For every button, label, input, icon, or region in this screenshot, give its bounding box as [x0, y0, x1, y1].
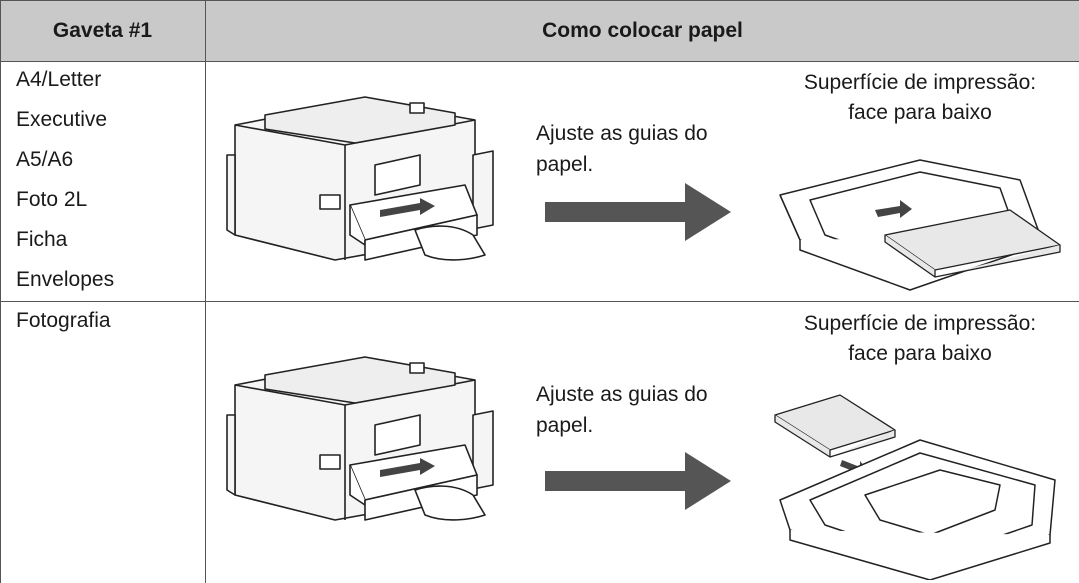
- printer-tray-pull-icon: [226, 356, 494, 521]
- instruction-text: Ajuste as guias do papel.: [536, 122, 708, 176]
- size-item: A4/Letter: [16, 68, 102, 91]
- row-divider: [0, 301, 1079, 302]
- print-surface-line1: Superfície de impressão:: [803, 71, 1037, 94]
- printer-tray-pull-icon: [226, 96, 494, 261]
- size-item: Envelopes: [16, 268, 115, 291]
- paper-tray-large-icon: [779, 159, 1061, 291]
- print-surface-line2: face para baixo: [848, 342, 992, 365]
- size-item: Executive: [16, 108, 108, 131]
- table-border-top: [0, 0, 1079, 1]
- column-divider: [205, 0, 206, 583]
- header-divider: [0, 61, 1079, 62]
- size-item: Ficha: [16, 228, 68, 251]
- right-arrow-icon: [545, 183, 731, 241]
- header-tray-label: Gaveta #1: [52, 18, 153, 42]
- size-item: Foto 2L: [16, 188, 88, 211]
- print-surface-label: Superfície de impressão: face para baixo: [770, 309, 1070, 369]
- print-surface-label: Superfície de impressão: face para baixo: [770, 68, 1070, 128]
- size-item: Fotografia: [16, 309, 111, 332]
- table-border-left: [0, 0, 1, 583]
- size-item: A5/A6: [16, 148, 74, 171]
- right-arrow-icon: [545, 452, 731, 510]
- header-tray: Gaveta #1: [0, 0, 205, 61]
- header-how-label: Como colocar papel: [542, 18, 743, 42]
- print-surface-line2: face para baixo: [848, 101, 992, 124]
- print-surface-line1: Superfície de impressão:: [803, 312, 1037, 335]
- paper-tray-photo-icon: [774, 394, 1056, 580]
- instruction-text: Ajuste as guias do papel.: [536, 383, 708, 437]
- header-how-to-load: Como colocar papel: [206, 0, 1079, 61]
